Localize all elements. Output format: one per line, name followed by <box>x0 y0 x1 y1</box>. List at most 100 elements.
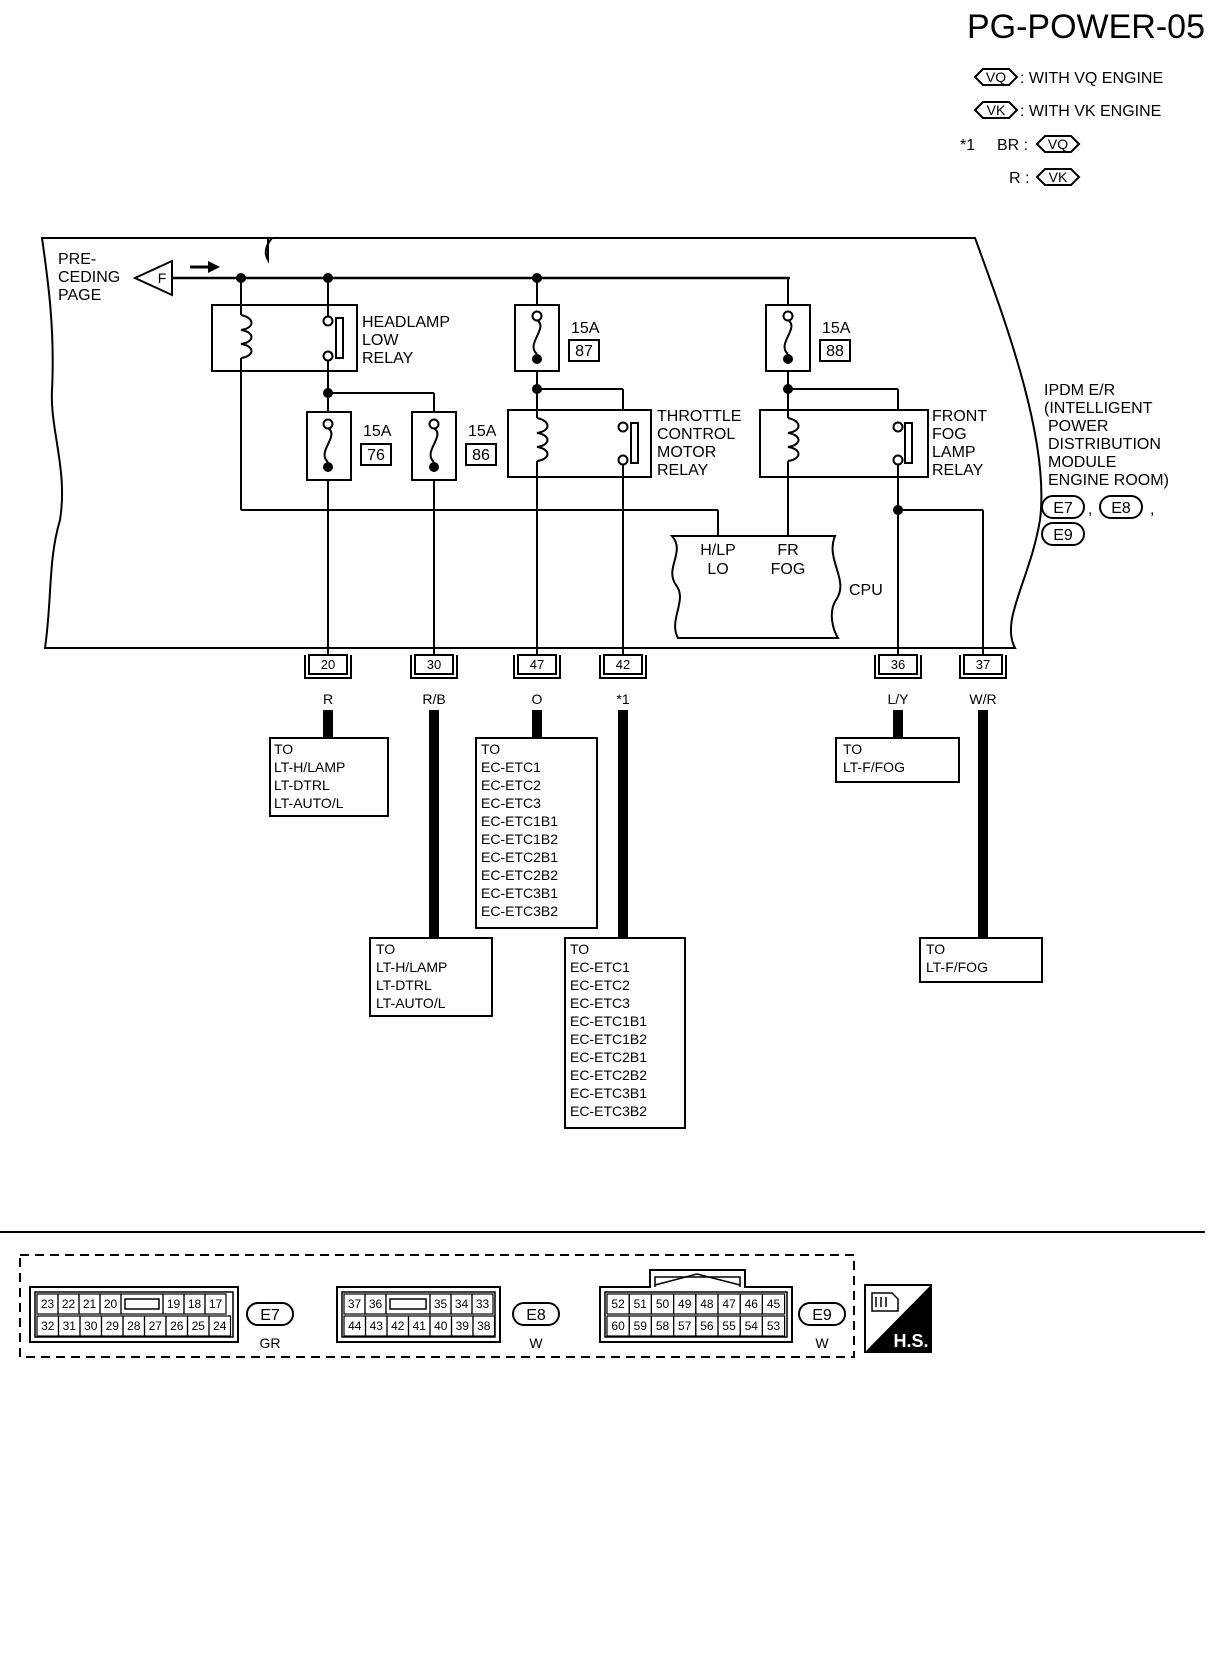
pin-cell <box>761 1293 786 1315</box>
pin-label: 38 <box>477 1319 491 1333</box>
relay-label: FRONT <box>932 408 987 425</box>
note-star: *1 <box>960 137 975 154</box>
pin-label: 29 <box>106 1319 120 1333</box>
pin-number: 30 <box>427 657 441 672</box>
wire-harness <box>618 710 628 938</box>
dest-text: EC-ETC2 <box>570 977 630 993</box>
page-code: PG-POWER-05 <box>967 8 1205 46</box>
fuse-terminal-icon <box>783 354 793 364</box>
fuse-number: 76 <box>367 447 385 464</box>
dest-box-36: TO LT-F/FOG <box>835 737 960 783</box>
pin-47: 47 O <box>513 654 561 738</box>
wire-color: W/R <box>969 691 996 707</box>
vk-legend-text: : WITH VK ENGINE <box>1020 103 1161 120</box>
key-slot <box>124 1298 160 1310</box>
vq-legend-text: : WITH VQ ENGINE <box>1020 70 1163 87</box>
ipdm-module-outline <box>40 237 1043 649</box>
dest-text: TO <box>843 741 862 757</box>
cpu-fog-label: FR <box>777 542 798 559</box>
connector-name: E9 <box>812 1307 832 1324</box>
pin-cell <box>120 1293 164 1315</box>
pin-label: 45 <box>767 1297 781 1311</box>
pin-label: 44 <box>348 1319 362 1333</box>
dest-text: LT-AUTO/L <box>274 795 344 811</box>
fuse-number: 88 <box>826 343 844 360</box>
cpu-hlp-label: H/LP <box>700 542 736 559</box>
offpage-connector: PRE- CEDING PAGE F <box>58 251 220 304</box>
note-vk-text: VK <box>1049 169 1068 185</box>
dest-text: EC-ETC2B2 <box>570 1067 647 1083</box>
relay-switch-icon <box>630 422 639 464</box>
relay-label: MOTOR <box>657 444 716 461</box>
headlamp-low-relay: HEADLAMP LOW RELAY <box>211 278 450 510</box>
connector-tag-text: E8 <box>1111 500 1131 517</box>
relay-coil-icon <box>240 314 253 359</box>
wire-color: R/B <box>422 691 445 707</box>
legend: VQ : WITH VQ ENGINE VK : WITH VK ENGINE … <box>960 68 1163 187</box>
pin-label: 46 <box>745 1297 759 1311</box>
dest-text: EC-ETC1B1 <box>481 813 558 829</box>
note-vk-hex <box>1035 168 1081 186</box>
fuse-86: 15A 86 <box>411 411 497 481</box>
pin-label: 39 <box>456 1319 470 1333</box>
pin-label: 21 <box>83 1297 97 1311</box>
offpage-label-2: CEDING <box>58 269 120 286</box>
fuse-amp: 15A <box>822 320 851 337</box>
pin-label: 58 <box>656 1319 670 1333</box>
fuse-88: 15A 88 <box>765 278 851 372</box>
dest-text: EC-ETC3B2 <box>570 1103 647 1119</box>
pin-label: 36 <box>369 1297 383 1311</box>
fuse-number: 87 <box>575 343 593 360</box>
dest-text: LT-H/LAMP <box>274 759 345 775</box>
dest-text: EC-ETC3 <box>481 795 541 811</box>
dest-box-37: TO LT-F/FOG <box>919 937 1043 983</box>
front-fog-lamp-relay: FRONT FOG LAMP RELAY <box>759 389 987 655</box>
vk-tag-text: VK <box>987 102 1006 118</box>
pin-number: 36 <box>891 657 905 672</box>
ipdm-text: DISTRIBUTION <box>1048 436 1161 453</box>
wire-harness <box>978 710 988 938</box>
pin-label: 43 <box>370 1319 384 1333</box>
fuse-terminal-icon <box>428 418 440 430</box>
connector-tag-e7 <box>1041 495 1085 519</box>
note-r: R : <box>1009 170 1029 187</box>
pin-label: 26 <box>170 1319 184 1333</box>
fuse-amp: 15A <box>363 423 392 440</box>
relay-label: LAMP <box>932 444 976 461</box>
pin-label: 20 <box>104 1297 118 1311</box>
offpage-arrowhead <box>208 261 220 273</box>
dest-text: EC-ETC3 <box>570 995 630 1011</box>
wire-harness <box>532 710 542 738</box>
fuse-terminal-icon <box>323 462 333 472</box>
wire-color: R <box>323 691 333 707</box>
connector-tag-e8 <box>1099 495 1143 519</box>
pin-30: 30 R/B <box>410 654 458 938</box>
pin-label: 22 <box>62 1297 76 1311</box>
relay-label: THROTTLE <box>657 408 741 425</box>
relay-label: CONTROL <box>657 426 735 443</box>
pin-number: 42 <box>616 657 630 672</box>
offpage-letter: F <box>158 270 167 286</box>
dest-text: EC-ETC2B1 <box>481 849 558 865</box>
pin-label: 28 <box>127 1319 141 1333</box>
relay-contact-icon <box>892 454 904 466</box>
dest-text: LT-F/FOG <box>926 959 988 975</box>
connector-color: W <box>529 1335 543 1351</box>
note-vq-hex <box>1035 135 1081 153</box>
cpu-fog-label: FOG <box>771 561 806 578</box>
comma: , <box>1088 501 1092 518</box>
dest-text: LT-F/FOG <box>843 759 905 775</box>
relay-label: HEADLAMP <box>362 314 450 331</box>
pin-label: 34 <box>455 1297 469 1311</box>
dest-text: TO <box>926 941 945 957</box>
pin-label: 51 <box>634 1297 648 1311</box>
dest-box-47: TO EC-ETC1 EC-ETC2 EC-ETC3 EC-ETC1B1 EC-… <box>475 737 598 929</box>
connector-name: E7 <box>260 1307 280 1324</box>
dest-text: EC-ETC2B2 <box>481 867 558 883</box>
pin-cell <box>761 1315 786 1337</box>
